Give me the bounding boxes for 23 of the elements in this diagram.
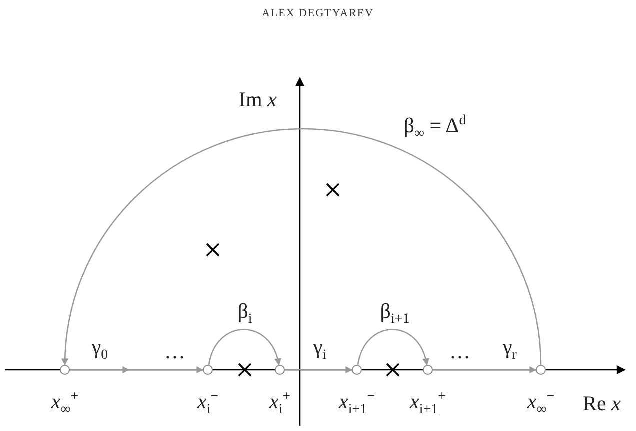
edge-label: γ$_{i}$ bbox=[313, 336, 327, 364]
ellipsis: … bbox=[164, 342, 186, 362]
edge-label: β$_{i}$ bbox=[238, 300, 252, 328]
arrow bbox=[208, 329, 281, 366]
axis-label: Im x bbox=[239, 90, 277, 110]
arrow bbox=[357, 329, 429, 366]
point-marker bbox=[423, 365, 433, 375]
edge-label: β$_{i+1}$ bbox=[380, 300, 410, 328]
arrow bbox=[62, 128, 542, 366]
point-marker bbox=[352, 365, 362, 375]
arrow bbox=[285, 366, 353, 374]
ellipsis: … bbox=[450, 342, 470, 362]
running-header: ALEX DEGTYAREV bbox=[262, 8, 374, 20]
arrow bbox=[433, 366, 537, 374]
edge-label: β$_{∞}$ = Δ$^{d}$ bbox=[404, 114, 466, 142]
point-marker bbox=[536, 365, 546, 375]
point-marker bbox=[203, 365, 213, 375]
edge-label: γ$_{0}$ bbox=[92, 336, 108, 364]
axis-label: Re x bbox=[583, 394, 621, 414]
edge-label: γ$_{r}$ bbox=[503, 336, 517, 364]
point-marker bbox=[60, 365, 70, 375]
arrow bbox=[70, 366, 203, 374]
point-marker bbox=[275, 365, 285, 375]
